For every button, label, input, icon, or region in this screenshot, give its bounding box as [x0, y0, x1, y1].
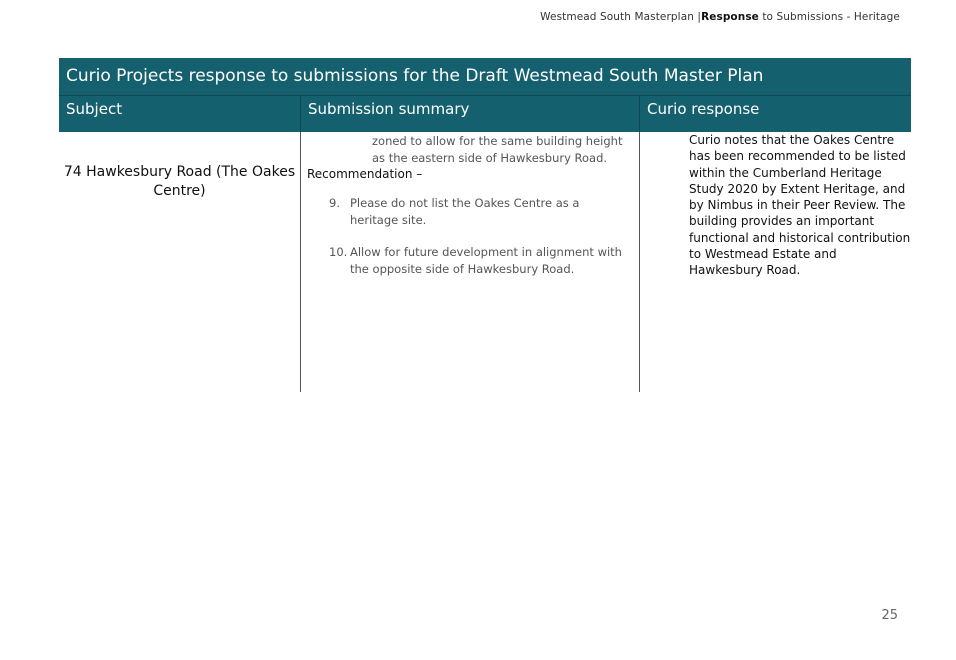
page-header: Westmead South Masterplan |Response to S…	[540, 11, 900, 23]
column-header-curio-response: Curio response	[639, 96, 911, 132]
doc-title: Westmead South Masterplan |	[540, 11, 702, 23]
table-row: 74 Hawkesbury Road (The Oakes Centre) zo…	[59, 132, 911, 392]
recommendation-text: Please do not list the Oakes Centre as a…	[350, 196, 580, 227]
column-header-subject: Subject	[66, 100, 123, 118]
recommendation-number: 10.	[329, 245, 348, 259]
doc-section-bold: Response	[701, 11, 759, 23]
doc-section-rest: to Submissions - Heritage	[758, 11, 900, 23]
submissions-table: Curio Projects response to submissions f…	[59, 58, 911, 392]
recommendation-item: 10. Allow for future development in alig…	[329, 244, 629, 277]
table-title: Curio Projects response to submissions f…	[59, 58, 911, 96]
summary-continuation: zoned to allow for the same building hei…	[372, 134, 623, 165]
summary-cell: zoned to allow for the same building hei…	[300, 132, 639, 392]
response-cell: Curio notes that the Oakes Centre has be…	[639, 132, 911, 392]
recommendation-text: Allow for future development in alignmen…	[350, 245, 622, 276]
curio-response-text: Curio notes that the Oakes Centre has be…	[689, 133, 911, 278]
recommendation-item: 9. Please do not list the Oakes Centre a…	[329, 195, 629, 228]
column-header-submission-summary: Submission summary	[300, 96, 639, 132]
table-header-row: Subject Submission summary Curio respons…	[59, 96, 911, 132]
recommendation-label: Recommendation –	[307, 167, 423, 181]
subject-cell: 74 Hawkesbury Road (The Oakes Centre)	[59, 132, 300, 392]
page-number: 25	[881, 608, 898, 623]
recommendation-number: 9.	[329, 196, 340, 210]
subject-text: 74 Hawkesbury Road (The Oakes Centre)	[63, 164, 296, 199]
